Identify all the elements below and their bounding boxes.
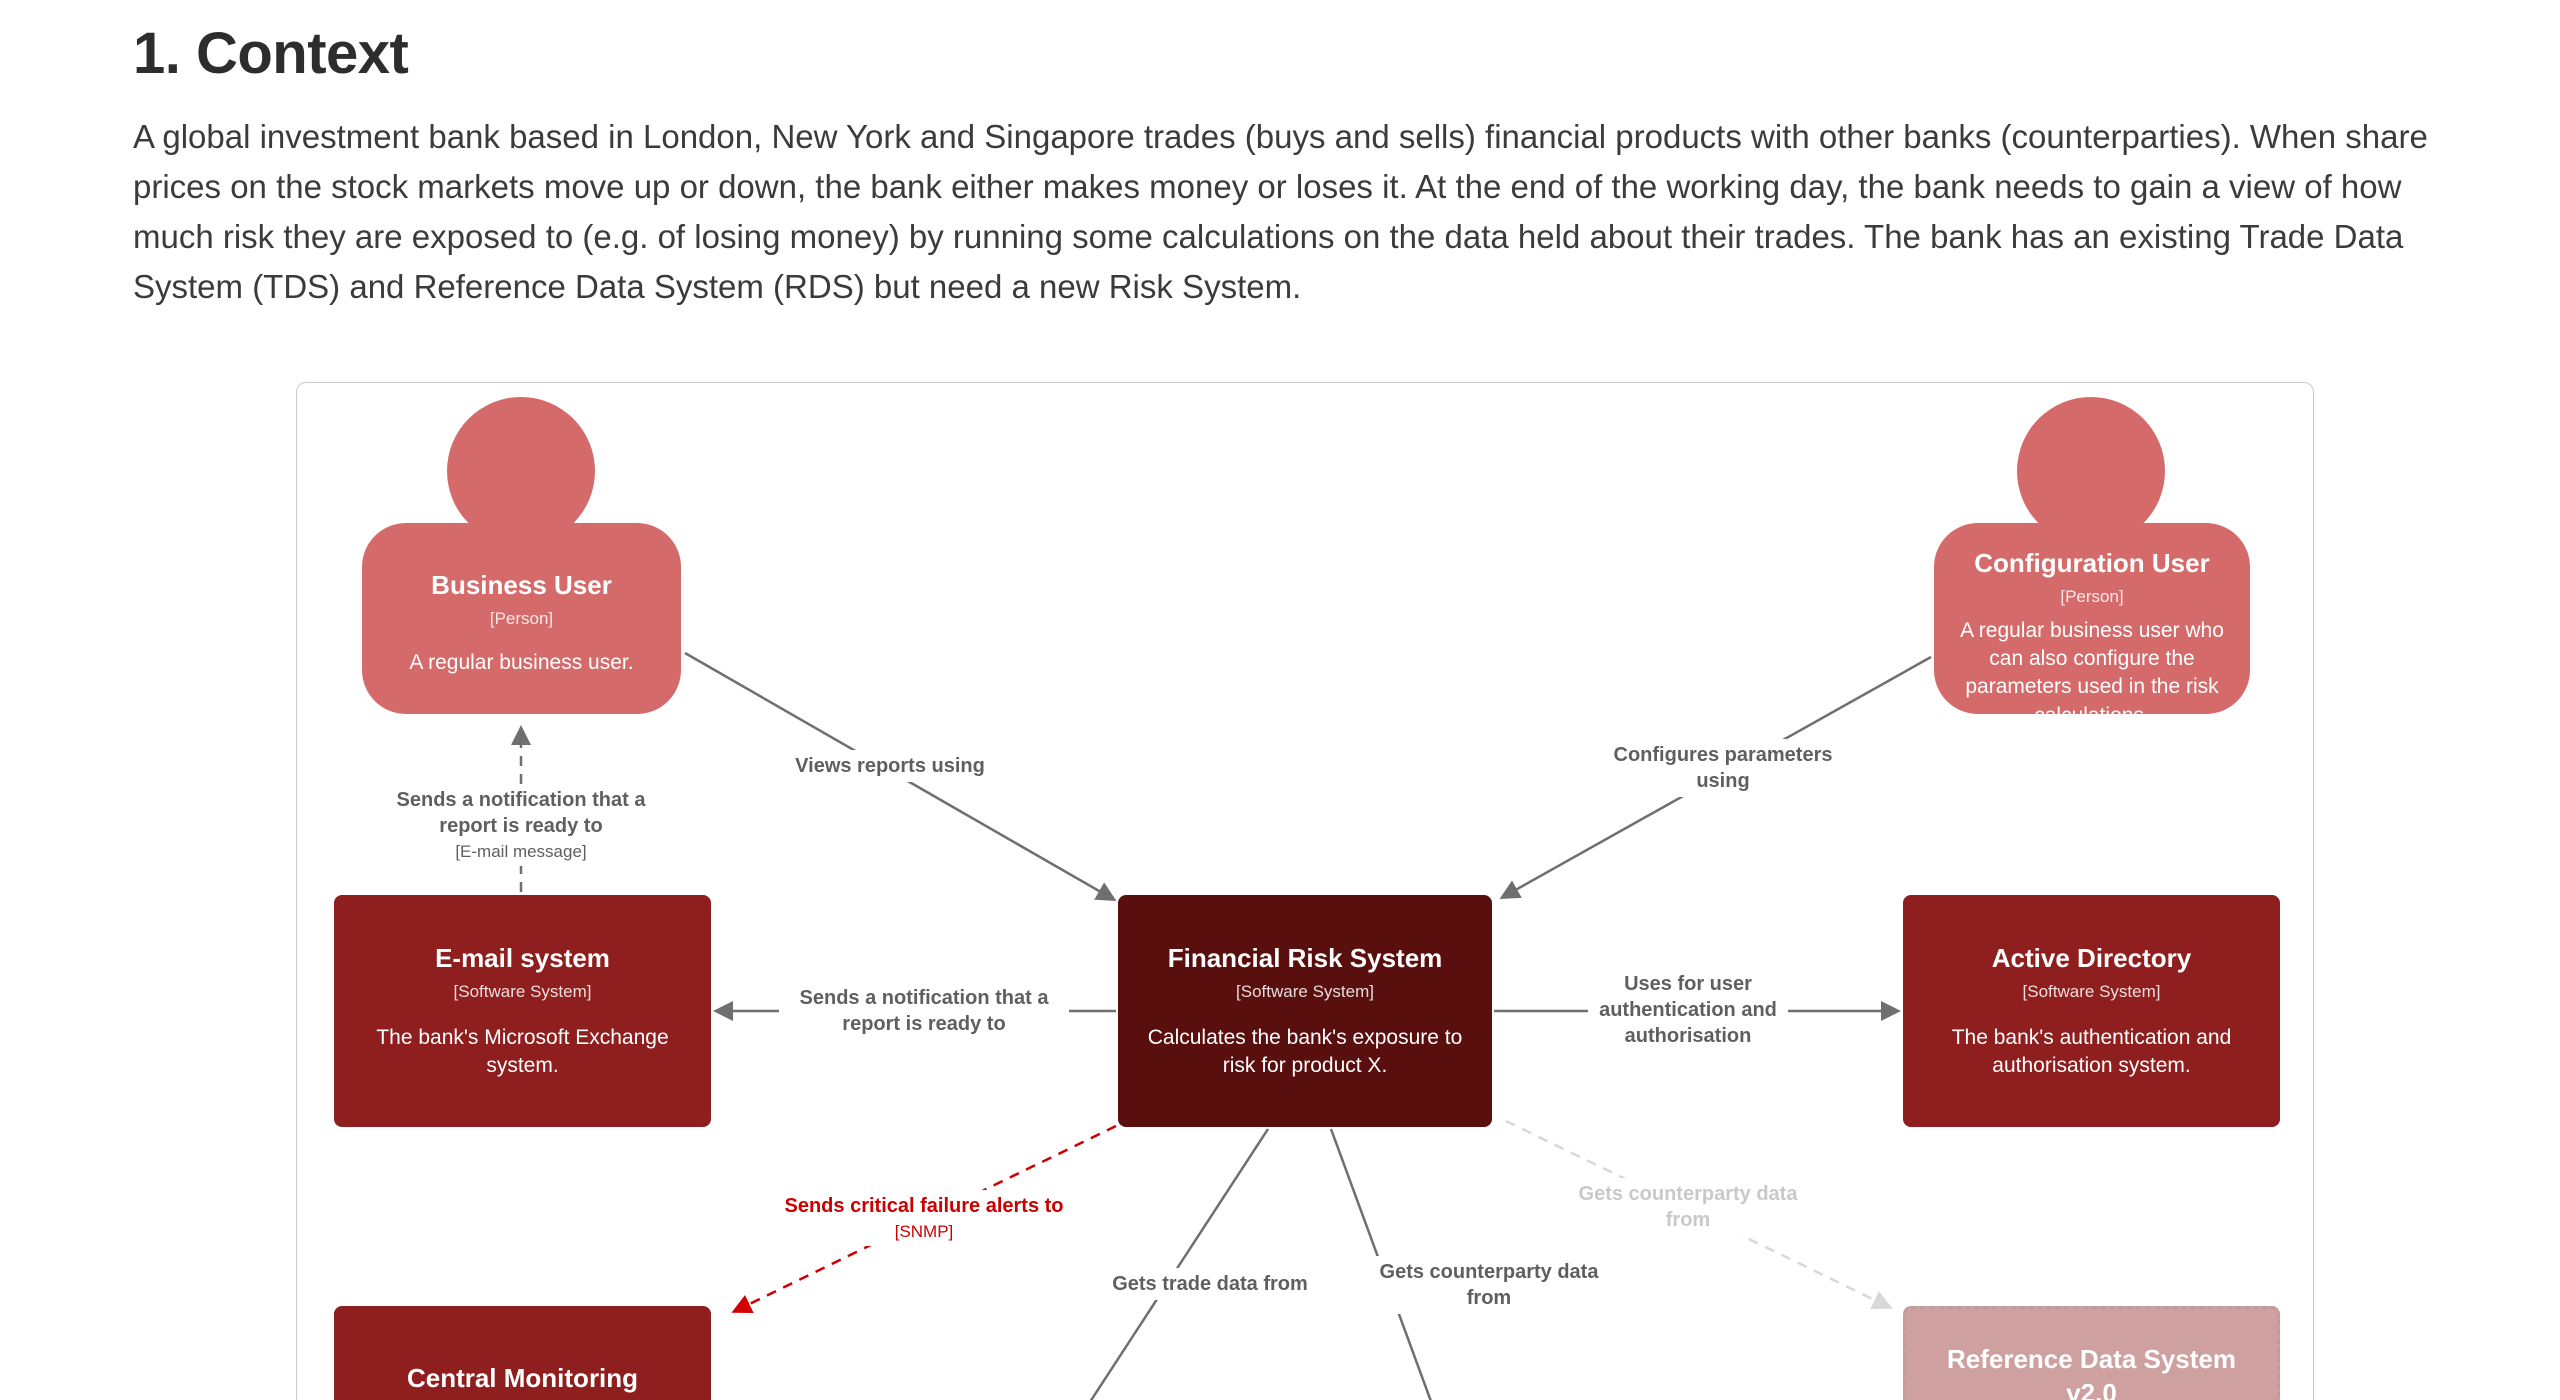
system-active-directory: Active Directory [Software System] The b… <box>1903 895 2280 1127</box>
relationship-label-critical-alerts: Sends critical failure alerts to [SNMP] <box>764 1189 1084 1247</box>
person-business-user: Business User [Person] A regular busines… <box>362 397 681 714</box>
label-technology: [E-mail message] <box>455 841 587 861</box>
system-email: E-mail system [Software System] The bank… <box>334 895 711 1127</box>
label-text: Sends critical failure alerts to <box>784 1194 1064 1217</box>
element-name: E-mail system <box>435 942 610 973</box>
element-description: A regular business user. <box>409 650 634 674</box>
system-reference-data: Reference Data System v2.0 <box>1903 1306 2280 1400</box>
element-type: [Software System] <box>2022 981 2161 1001</box>
label-text: Gets counterparty data from <box>1379 1261 1599 1309</box>
system-central-monitoring: Central Monitoring Service <box>334 1306 711 1400</box>
element-name: Business User <box>431 570 612 600</box>
label-text: Views reports using <box>795 755 985 777</box>
element-description: The bank's Microsoft Exchange system. <box>376 1025 669 1077</box>
context-diagram[interactable]: Business User [Person] A regular busines… <box>296 382 2314 1400</box>
relationship-label-trade-data: Gets trade data from <box>1106 1268 1314 1300</box>
label-text: Uses for user authentication and authori… <box>1599 973 1777 1047</box>
person-head-icon <box>447 397 595 545</box>
label-technology: [SNMP] <box>894 1221 954 1241</box>
element-type: [Software System] <box>1236 981 1374 1001</box>
label-text: Sends a notification that a report is re… <box>799 987 1049 1035</box>
relationship-label-email-notification: Sends a notification that a report is re… <box>376 783 666 867</box>
person-configuration-user: Configuration User [Person] A regular bu… <box>1934 397 2250 727</box>
relationship-label-frs-to-email: Sends a notification that a report is re… <box>779 982 1069 1040</box>
element-name: Central Monitoring Service <box>406 1363 639 1400</box>
person-head-icon <box>2017 397 2165 545</box>
element-type: [Person] <box>2060 586 2124 606</box>
element-name: Configuration User <box>1974 548 2210 578</box>
system-financial-risk: Financial Risk System [Software System] … <box>1118 895 1492 1127</box>
element-name: Financial Risk System <box>1167 942 1443 973</box>
relationship-label-views-reports: Views reports using <box>789 750 991 782</box>
element-description: A regular business user who can also con… <box>1960 618 2224 727</box>
relationship-label-counterparty-data: Gets counterparty data from <box>1364 1256 1614 1314</box>
person-body: Configuration User [Person] A regular bu… <box>1934 523 2250 727</box>
element-description: The bank's authentication and authorisat… <box>1951 1025 2232 1077</box>
relationship-label-counterparty-data-muted: Gets counterparty data from <box>1563 1178 1813 1236</box>
edge-frs-trade-data <box>1089 1128 1270 1400</box>
label-text: Sends a notification that a report is re… <box>396 788 646 837</box>
element-description: Calculates the bank's exposure to risk f… <box>1147 1025 1463 1077</box>
element-type: [Software System] <box>453 981 592 1001</box>
label-text: Configures parameters using <box>1613 744 1833 792</box>
section-heading: 1. Context <box>133 21 409 86</box>
label-text: Gets trade data from <box>1112 1273 1308 1295</box>
intro-paragraph: A global investment bank based in London… <box>133 118 2428 305</box>
element-name: Reference Data System v2.0 <box>1946 1344 2237 1400</box>
person-body: Business User [Person] A regular busines… <box>362 523 681 714</box>
element-name: Active Directory <box>1991 942 2192 973</box>
label-text: Gets counterparty data from <box>1578 1183 1798 1231</box>
relationship-label-configures-parameters: Configures parameters using <box>1598 739 1848 797</box>
relationship-label-uses-ad: Uses for user authentication and authori… <box>1588 968 1788 1052</box>
element-type: [Person] <box>489 608 554 628</box>
